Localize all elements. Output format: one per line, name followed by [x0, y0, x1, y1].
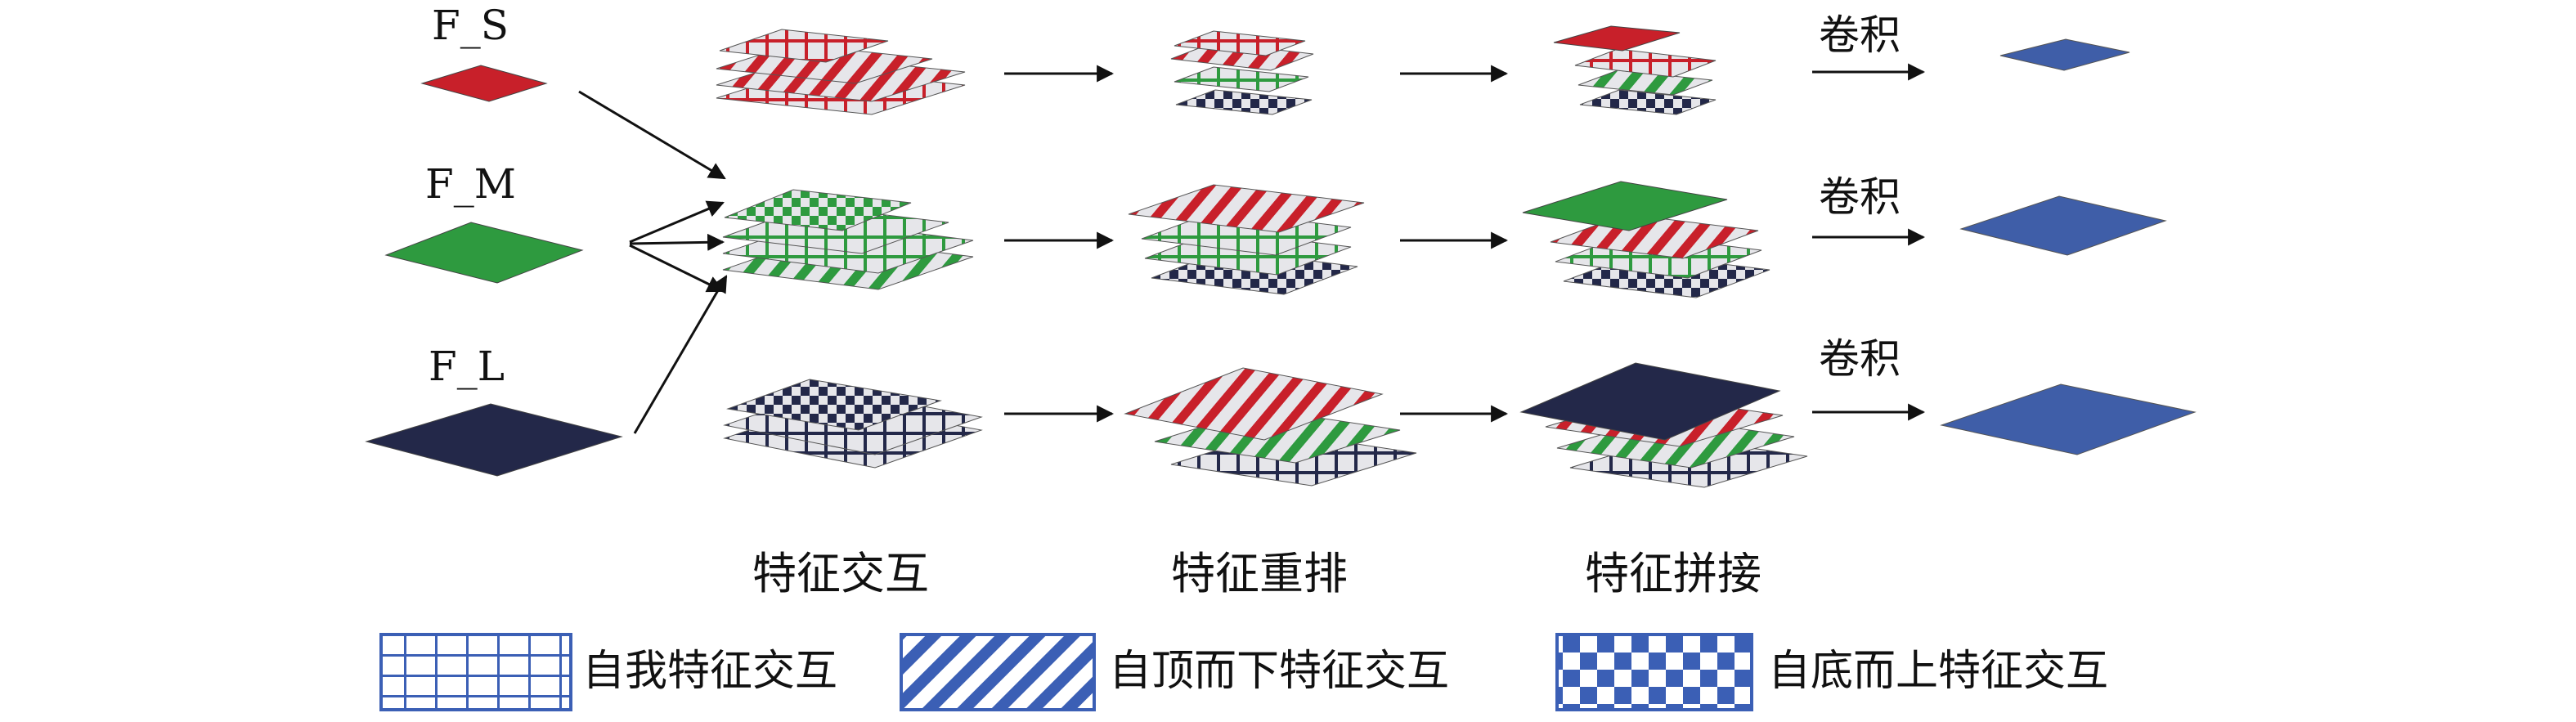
- legend-label-bottom-up: 自底而上特征交互: [1768, 647, 2108, 696]
- layer: [1577, 70, 1713, 96]
- legend-swatch-check: [1555, 633, 1753, 711]
- output-large: [1940, 383, 2197, 455]
- layer: [726, 379, 942, 431]
- input-arrows: [578, 90, 728, 434]
- stage-title-rearrange: 特征重排: [1171, 548, 1348, 599]
- legend-label-self: 自我特征交互: [582, 647, 837, 696]
- label-fm: F_M: [425, 160, 516, 208]
- concat-stack-top: [1553, 25, 1717, 115]
- layer: [1124, 367, 1384, 441]
- rearrange-stack-top: [1170, 30, 1314, 115]
- stage-arrows-1: [1004, 65, 1115, 423]
- output-small: [1999, 38, 2130, 71]
- arrow-fl-to-mid: [633, 275, 728, 434]
- stage-title-concat: 特征拼接: [1585, 548, 1761, 599]
- concat-stack-middle: [1522, 181, 1770, 298]
- rearrange-stack-bottom: [1124, 367, 1417, 487]
- conv-row3: 卷积: [1812, 335, 1926, 421]
- conv-label-3: 卷积: [1819, 335, 1901, 383]
- legend-swatch-hatch: [900, 633, 1096, 711]
- legend: 自我特征交互 自顶而下特征交互 自底而上特征交互: [379, 633, 2108, 711]
- layer: [1174, 66, 1309, 92]
- conv-label-2: 卷积: [1819, 173, 1901, 221]
- layer: [1519, 362, 1781, 441]
- arrow-fm-to-mid-1: [629, 200, 725, 244]
- conv-row1: 卷积: [1812, 11, 1926, 81]
- arrow-fs-to-mid: [578, 90, 726, 180]
- input-fm-plane: [384, 222, 584, 284]
- layer: [1574, 48, 1717, 78]
- layer: [1553, 25, 1681, 52]
- legend-item-top-down: 自顶而下特征交互: [900, 633, 1449, 711]
- arrow-fm-to-mid-3: [629, 244, 725, 293]
- stage-arrows-2: [1400, 65, 1509, 423]
- input-large: F_L: [365, 343, 623, 477]
- layer: [1175, 89, 1313, 115]
- label-fl: F_L: [429, 343, 505, 390]
- interaction-stack-top: [716, 29, 966, 115]
- layer: [1579, 89, 1717, 115]
- input-small: F_S: [420, 2, 548, 102]
- conv-label-1: 卷积: [1819, 11, 1901, 59]
- layer: [719, 29, 889, 63]
- conv-row2: 卷积: [1812, 173, 1926, 246]
- label-fs: F_S: [432, 2, 509, 49]
- stage-title-interaction: 特征交互: [752, 548, 929, 599]
- legend-item-bottom-up: 自底而上特征交互: [1555, 633, 2108, 711]
- concat-stack-bottom: [1519, 362, 1808, 488]
- input-fs-plane: [420, 65, 548, 102]
- layer: [1522, 181, 1728, 231]
- input-medium: F_M: [384, 160, 584, 284]
- layer: [1174, 30, 1306, 56]
- layer: [724, 189, 912, 231]
- legend-item-self: 自我特征交互: [379, 633, 837, 711]
- layer: [1128, 184, 1365, 233]
- outputs: [1940, 38, 2197, 455]
- output-medium: [1959, 195, 2167, 256]
- input-fl-plane: [365, 403, 623, 477]
- arrow-fm-to-mid-2: [629, 233, 725, 251]
- rearrange-stack-middle: [1128, 184, 1365, 295]
- legend-swatch-grid: [379, 633, 572, 711]
- legend-label-top-down: 自顶而下特征交互: [1109, 647, 1449, 696]
- interaction-stack-bottom: [723, 379, 983, 469]
- interaction-stack-middle: [722, 189, 974, 290]
